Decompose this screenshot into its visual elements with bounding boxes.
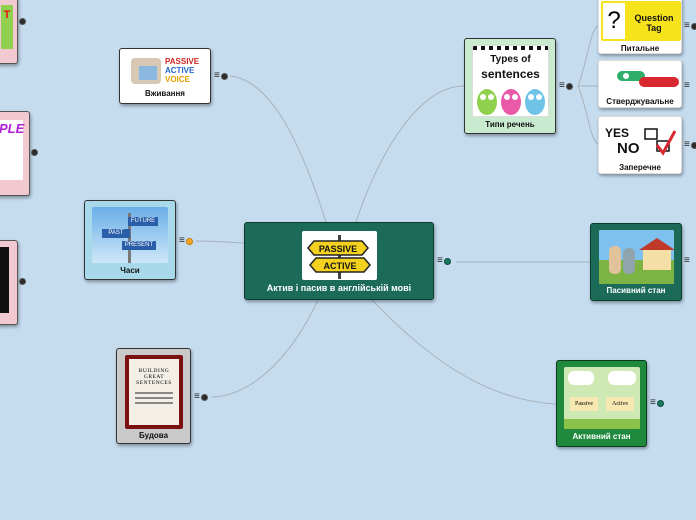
menu-icon[interactable]: ≡: [179, 235, 185, 246]
node-aktyvnyi[interactable]: Passive Active Активний стан: [556, 360, 647, 447]
tyty-img-line2: sentences: [481, 67, 540, 81]
owls-icon: [477, 89, 545, 115]
globe-icon[interactable]: [690, 141, 696, 149]
menu-icon[interactable]: ≡: [684, 255, 690, 266]
zaperech-img-no: NO: [617, 140, 640, 157]
link-to-budova: [211, 299, 319, 398]
book-line3: SENTENCES: [136, 380, 172, 386]
book-line2: GREAT: [143, 374, 165, 380]
budova-marks: ≡: [194, 391, 208, 402]
sign-present: PRESENT: [122, 241, 156, 250]
tyty-image: Types of sentences: [472, 45, 549, 117]
central-node[interactable]: PASSIVE ACTIVE Актив і пасив в англійськ…: [244, 222, 434, 300]
vzhyvannia-marks: ≡: [214, 70, 228, 81]
chasy-label: Часи: [120, 266, 140, 275]
pytalne-marks: ≡: [684, 20, 696, 31]
img-voice-word: VOICE: [165, 75, 190, 84]
node-chasy[interactable]: FUTURE PAST PRESENT Часи: [84, 200, 176, 280]
menu-icon[interactable]: ≡: [650, 397, 656, 408]
edge-node-top-text: T: [3, 9, 11, 21]
vzhyvannia-label: Вживання: [145, 89, 185, 98]
globe-icon[interactable]: [565, 82, 573, 90]
menu-icon[interactable]: ≡: [559, 80, 565, 91]
link-to-aktyvnyi: [371, 299, 557, 405]
globe-icon[interactable]: [690, 22, 696, 30]
budova-image: BUILDING GREAT SENTENCES: [125, 355, 183, 429]
link-to-tyty: [355, 85, 465, 223]
zaperech-label: Заперечне: [619, 163, 661, 172]
edge-node-mid[interactable]: PLE: [0, 111, 30, 196]
globe-icon[interactable]: [220, 72, 228, 80]
img-active-word: ACTIVE: [165, 66, 195, 75]
central-image: PASSIVE ACTIVE: [302, 231, 377, 280]
edge-node-low-marks: [19, 278, 26, 285]
link-to-chasy: [195, 240, 245, 244]
sign-passive: PASSIVE: [319, 244, 357, 254]
stverdzh-label: Стверджувальне: [606, 97, 674, 106]
vzhyvannia-image: PASSIVE ACTIVE VOICE: [129, 54, 203, 88]
globe-icon[interactable]: [200, 393, 208, 401]
edge-node-low[interactable]: [0, 240, 18, 325]
globe-icon[interactable]: [19, 278, 26, 285]
globe-icon[interactable]: [443, 257, 451, 265]
signpost-icon: PASSIVE ACTIVE: [307, 235, 371, 279]
node-zaperech[interactable]: YES NO Заперечне: [598, 116, 682, 174]
aktyvnyi-img-left: Passive: [570, 397, 598, 411]
edge-node-top[interactable]: T: [0, 0, 18, 64]
link-to-pytalne: [577, 25, 599, 87]
pasyvnyi-marks: ≡: [684, 255, 690, 266]
pasyvnyi-image: [599, 230, 674, 284]
globe-icon[interactable]: [31, 149, 38, 156]
edge-node-top-marks: [19, 18, 26, 25]
node-pasyvnyi[interactable]: Пасивний стан: [590, 223, 682, 301]
menu-icon[interactable]: ≡: [684, 20, 690, 31]
stverdzh-image: [603, 65, 679, 95]
chasy-marks: ≡: [179, 235, 193, 246]
edge-node-mid-marks: [31, 149, 38, 156]
link-to-zaperech: [577, 85, 599, 145]
node-pytalne[interactable]: ? Question Tag Питальне: [598, 0, 682, 54]
aktyvnyi-image: Passive Active: [564, 367, 640, 429]
edge-node-mid-text: PLE: [0, 121, 25, 136]
pytalne-img-text: Question Tag: [634, 13, 674, 33]
sign-past: PAST: [102, 229, 130, 238]
pasyvnyi-label: Пасивний стан: [606, 286, 666, 295]
aktyvnyi-marks: ≡: [650, 397, 664, 408]
central-title: Актив і пасив в англійській мові: [266, 283, 412, 293]
img-passive-word: PASSIVE: [165, 57, 200, 66]
zaperech-image: YES NO: [603, 121, 679, 161]
check-icon: [644, 128, 677, 156]
book-line1: BUILDING: [138, 368, 170, 374]
central-marks: ≡: [437, 255, 451, 266]
link-to-vzhyvannia: [229, 75, 327, 223]
question-badge-icon[interactable]: [185, 237, 193, 245]
node-budova[interactable]: BUILDING GREAT SENTENCES Будова: [116, 348, 191, 444]
globe-icon[interactable]: [19, 18, 26, 25]
pytalne-label: Питальне: [620, 44, 660, 53]
chasy-image: FUTURE PAST PRESENT: [92, 207, 168, 263]
stverdzh-marks: ≡: [684, 80, 690, 91]
globe-icon[interactable]: [656, 399, 664, 407]
menu-icon[interactable]: ≡: [214, 70, 220, 81]
zaperech-img-yes: YES: [605, 126, 630, 140]
menu-icon[interactable]: ≡: [684, 139, 690, 150]
menu-icon[interactable]: ≡: [437, 255, 443, 266]
tyty-marks: ≡: [559, 80, 573, 91]
pytalne-image: ? Question Tag: [601, 1, 681, 41]
menu-icon[interactable]: ≡: [684, 80, 690, 91]
sign-future: FUTURE: [128, 217, 158, 226]
node-tyty[interactable]: Types of sentences Типи речень: [464, 38, 556, 134]
node-vzhyvannia[interactable]: PASSIVE ACTIVE VOICE Вживання: [119, 48, 211, 104]
tyty-img-line1: Types of: [490, 54, 531, 65]
menu-icon[interactable]: ≡: [194, 391, 200, 402]
tyty-label: Типи речень: [485, 120, 535, 129]
zaperech-marks: ≡: [684, 139, 696, 150]
aktyvnyi-label: Активний стан: [572, 432, 631, 441]
node-stverdzh[interactable]: Стверджувальне: [598, 60, 682, 108]
sign-active: ACTIVE: [323, 261, 356, 271]
aktyvnyi-img-right: Active: [606, 397, 634, 411]
budova-label: Будова: [138, 431, 169, 440]
